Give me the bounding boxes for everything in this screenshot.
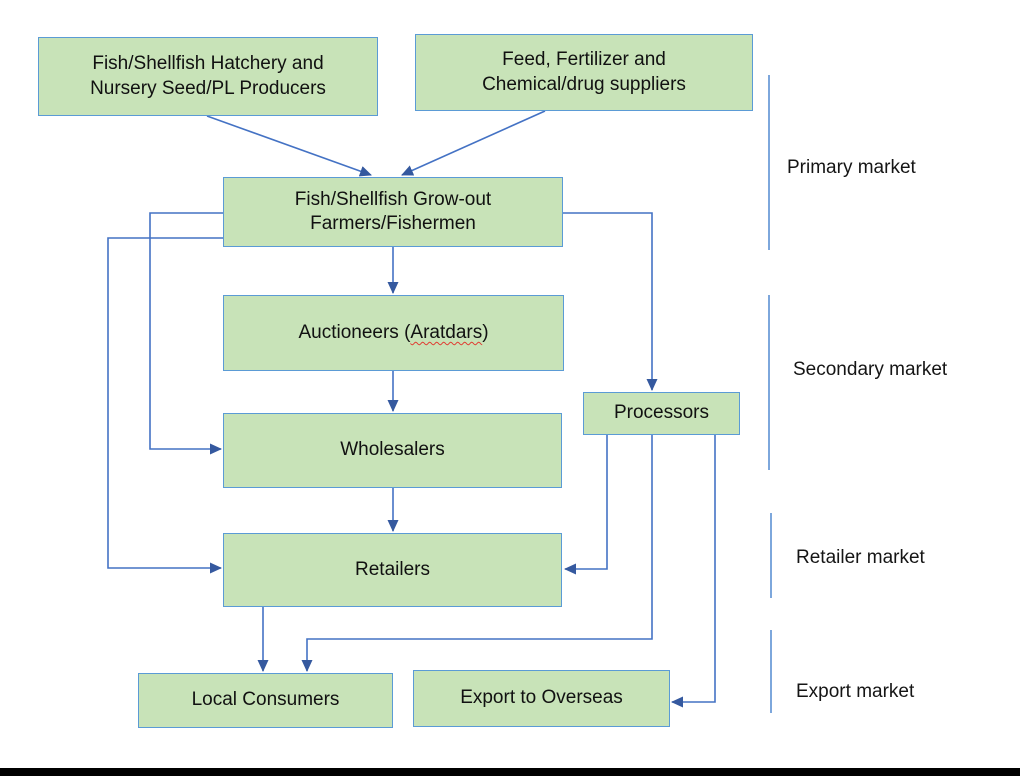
box-retailers-label: Retailers [355, 558, 430, 580]
box-export-overseas: Export to Overseas [413, 670, 670, 727]
arrow-growout-to-processors [563, 212, 658, 391]
box-export-overseas-label: Export to Overseas [460, 687, 623, 709]
arrow-processors-to-export [671, 435, 716, 708]
label-primary-market: Primary market [787, 157, 916, 178]
box-local-consumers-label: Local Consumers [191, 689, 340, 711]
label-secondary-market: Secondary market [793, 359, 948, 380]
arrow-growout-to-wholesalers [149, 212, 223, 455]
box-processors: Processors [583, 392, 740, 435]
arrow-hatchery-to-growout [206, 115, 372, 177]
arrow-processors-to-retailers [564, 435, 608, 575]
box-auctioneers-label-prefix: Auctioneers ( [298, 321, 411, 343]
box-processors-label: Processors [613, 402, 710, 424]
box-growout-label-line2: Farmers/Fishermen [310, 213, 476, 234]
box-growout-label-line1: Fish/Shellfish Grow-out [294, 188, 492, 210]
box-auctioneers-label-suffix: ) [482, 321, 489, 343]
box-auctioneers-label-misspelled-word: Aratdars [410, 321, 483, 343]
bottom-border-bar [0, 768, 1020, 776]
box-auctioneers: Auctioneers (Aratdars) [223, 295, 564, 371]
box-feed-label-line2: Chemical/drug suppliers [482, 73, 686, 95]
box-wholesalers: Wholesalers [223, 413, 562, 488]
box-hatchery-label-line2: Nursery Seed/PL Producers [90, 77, 326, 99]
label-export-market: Export market [796, 681, 915, 702]
box-retailers: Retailers [223, 533, 562, 607]
box-growout-farmers: Fish/Shellfish Grow-out Farmers/Fisherme… [223, 177, 563, 247]
box-local-consumers: Local Consumers [138, 673, 393, 728]
label-retailer-market: Retailer market [796, 547, 925, 568]
arrow-feed-to-growout [401, 110, 546, 176]
arrow-growout-to-retailers [107, 237, 223, 574]
box-hatchery-producers: Fish/Shellfish Hatchery and Nursery Seed… [38, 37, 378, 116]
box-hatchery-label-line1: Fish/Shellfish Hatchery and [92, 53, 324, 75]
box-feed-label-line1: Feed, Fertilizer and [502, 49, 666, 71]
box-feed-suppliers: Feed, Fertilizer and Chemical/drug suppl… [415, 34, 753, 111]
box-wholesalers-label: Wholesalers [340, 439, 445, 461]
